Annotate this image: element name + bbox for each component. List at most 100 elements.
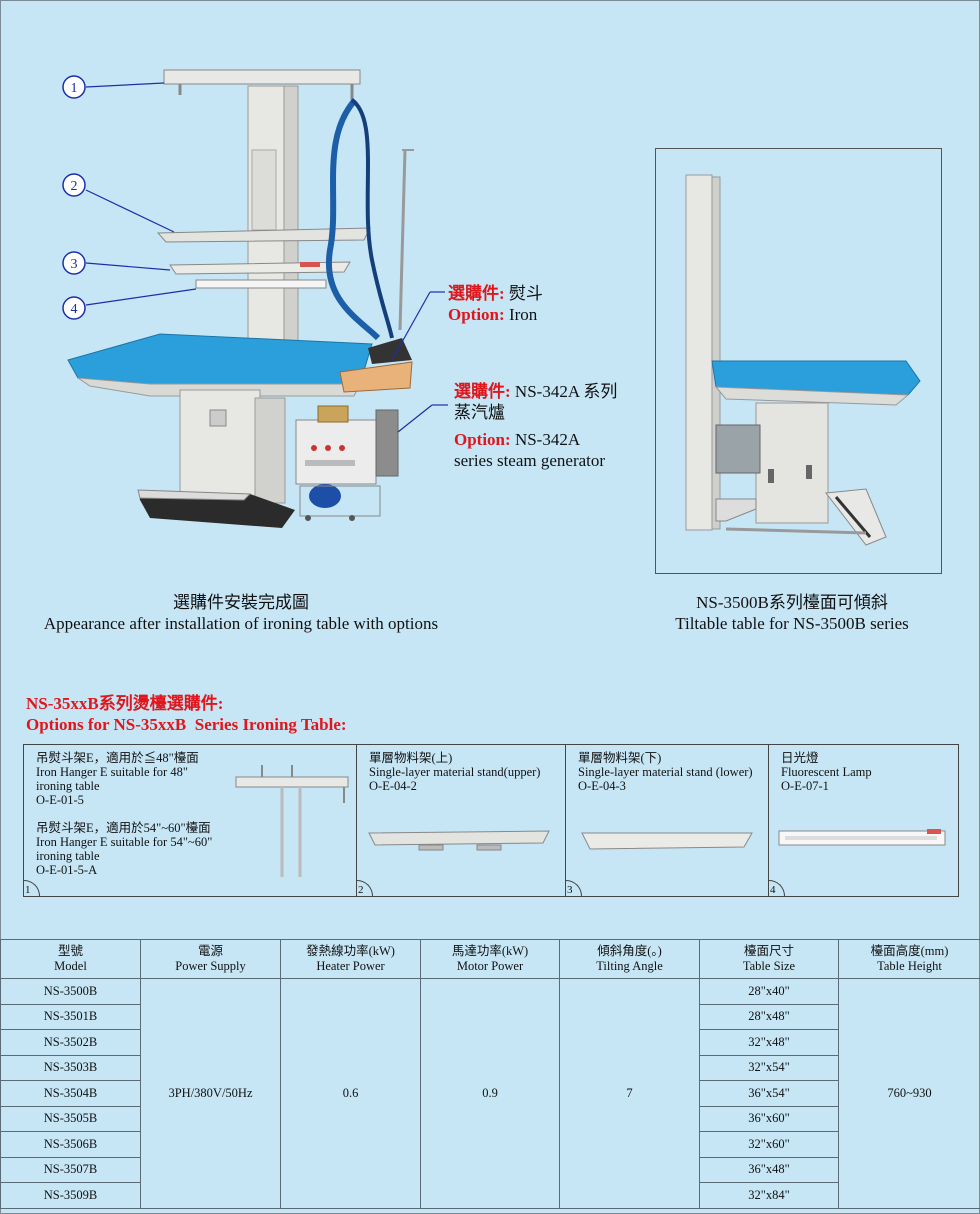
cell-table-size: 36"x48"	[699, 1156, 839, 1183]
header-motor-power: 馬達功率(kW)Motor Power	[420, 939, 560, 979]
table-row: NS-3506B 32"x60"	[0, 1131, 980, 1158]
header-table-size-zh: 檯面尺寸	[743, 944, 794, 958]
option-1a-line-4: O-E-01-5	[36, 793, 84, 807]
caption-left-zh: 選購件安裝完成圖	[173, 593, 309, 612]
shelf-lower-icon	[581, 832, 753, 850]
shelf-upper-icon	[368, 830, 550, 851]
caption-left-en: Appearance after installation of ironing…	[43, 614, 439, 633]
marker-4-label: 4	[71, 302, 78, 317]
callout-iron-zh: 熨斗	[508, 284, 543, 303]
callout-iron: 選購件: 熨斗 Option: Iron	[448, 283, 543, 325]
cell-model: NS-3507B	[0, 1156, 141, 1183]
header-power-supply-zh: 電源	[197, 944, 223, 958]
header-model-en: Model	[54, 959, 87, 973]
callout-steam-zh: NS-342A 系列蒸汽爐	[454, 382, 618, 422]
cell-model: NS-3500B	[0, 978, 141, 1005]
option-4-line-3: O-E-07-1	[781, 779, 829, 793]
option-number-4: 4	[769, 880, 785, 896]
table-row: NS-3509B 32"x84"	[0, 1182, 980, 1209]
header-tilting-angle-zh: 傾斜角度(。)	[597, 944, 662, 958]
header-model-zh: 型號	[57, 944, 83, 958]
option-stand-lower: 單層物料架(下) Single-layer material stand (lo…	[566, 745, 769, 896]
header-heater-power-en: Heater Power	[316, 959, 385, 973]
callout-iron-red-zh: 選購件:	[448, 284, 505, 303]
caption-right: NS-3500B系列檯面可傾斜 Tiltable table for NS-35…	[640, 592, 944, 634]
option-1b-line-4: O-E-01-5-A	[36, 863, 98, 877]
cell-model: NS-3506B	[0, 1131, 141, 1158]
option-4-line-2: Fluorescent Lamp	[781, 765, 872, 779]
header-power-supply-en: Power Supply	[175, 959, 246, 973]
option-2-line-1: 單層物料架(上)	[369, 751, 453, 765]
callout-steam-en2: series steam generator	[454, 451, 606, 470]
cell-tilting-angle: 7	[559, 978, 700, 1209]
header-heater-power: 發熱線功率(kW)Heater Power	[280, 939, 421, 979]
callout-steam-red-zh: 選購件:	[454, 382, 511, 401]
header-motor-power-en: Motor Power	[456, 959, 524, 973]
header-tilting-angle: 傾斜角度(。)Tilting Angle	[559, 939, 700, 979]
option-1a-line-2: Iron Hanger E suitable for 48"	[36, 765, 188, 779]
options-heading-en: Options for NS-35xxB Series Ironing Tabl…	[26, 715, 347, 734]
cell-model: NS-3501B	[0, 1003, 141, 1030]
options-heading-zh: NS-35xxB系列燙檯選購件:	[26, 694, 224, 713]
option-1b-line-1: 吊熨斗架E，適用於54"~60"檯面	[36, 821, 211, 835]
option-2-line-2: Single-layer material stand(upper)	[369, 765, 541, 779]
header-heater-power-zh: 發熱線功率(kW)	[306, 944, 395, 958]
cell-motor-power: 0.9	[420, 978, 560, 1209]
option-fluorescent-lamp: 日光燈 Fluorescent Lamp O-E-07-1 4	[769, 745, 958, 896]
callout-steam: 選購件: NS-342A 系列蒸汽爐 Option: NS-342A serie…	[454, 381, 624, 471]
marker-1-label: 1	[71, 81, 78, 96]
cell-heater-power: 0.6	[280, 978, 421, 1209]
cell-table-size: 32"x60"	[699, 1131, 839, 1158]
cell-table-size: 32"x48"	[699, 1029, 839, 1056]
option-3-line-2: Single-layer material stand (lower)	[578, 765, 753, 779]
cell-table-size: 28"x48"	[699, 1003, 839, 1030]
cell-table-size: 28"x40"	[699, 978, 839, 1005]
callout-steam-en1: NS-342A	[514, 430, 581, 449]
header-table-height-en: Table Height	[877, 959, 942, 973]
option-4-line-1: 日光燈	[781, 751, 819, 765]
cell-table-size: 32"x54"	[699, 1054, 839, 1081]
cell-model: NS-3505B	[0, 1105, 141, 1132]
cell-table-size: 36"x54"	[699, 1080, 839, 1107]
header-table-size-en: Table Size	[742, 959, 796, 973]
option-3-line-3: O-E-04-3	[578, 779, 626, 793]
tiltable-table-illustration	[685, 174, 921, 546]
ironing-table-illustration: 1 2 3 4	[62, 69, 448, 528]
cell-table-size: 32"x84"	[699, 1182, 839, 1209]
header-table-height: 檯面高度(mm)Table Height	[838, 939, 980, 979]
table-row: NS-3504B 36"x54"	[0, 1080, 980, 1107]
option-stand-upper: 單層物料架(上) Single-layer material stand(upp…	[357, 745, 566, 896]
cell-table-height: 760~930	[838, 978, 980, 1209]
option-number-3: 3	[566, 880, 582, 896]
option-2-line-3: O-E-04-2	[369, 779, 417, 793]
caption-left: 選購件安裝完成圖 Appearance after installation o…	[0, 592, 482, 634]
callout-iron-en: Iron	[508, 305, 538, 324]
option-number-1: 1	[24, 880, 40, 896]
option-number-2: 2	[357, 880, 373, 896]
cell-model: NS-3504B	[0, 1080, 141, 1107]
marker-3-icon	[62, 251, 86, 275]
caption-right-zh: NS-3500B系列檯面可傾斜	[696, 593, 888, 612]
option-1b-line-3: ironing table	[36, 849, 100, 863]
cell-table-size: 36"x60"	[699, 1105, 839, 1132]
table-row: NS-3501B 28"x48"	[0, 1003, 980, 1030]
cell-power-supply: 3PH/380V/50Hz	[140, 978, 281, 1209]
header-motor-power-zh: 馬達功率(kW)	[451, 944, 529, 958]
marker-4-icon	[62, 296, 86, 320]
cell-model: NS-3509B	[0, 1182, 141, 1209]
marker-1-icon	[62, 75, 86, 99]
table-row: NS-3500B 3PH/380V/50Hz 0.6 0.9 7 28"x40"…	[0, 978, 980, 1209]
table-row: NS-3507B 36"x48"	[0, 1156, 980, 1183]
option-1a-line-1: 吊熨斗架E，適用於≦48"檯面	[36, 751, 199, 765]
marker-2-icon	[62, 173, 86, 197]
caption-right-en: Tiltable table for NS-3500B series	[675, 614, 909, 633]
tiltable-table-photo-frame	[655, 148, 942, 574]
fluorescent-lamp-icon	[778, 829, 946, 846]
header-table-height-zh: 檯面高度(mm)	[870, 944, 949, 958]
option-3-line-1: 單層物料架(下)	[578, 751, 662, 765]
